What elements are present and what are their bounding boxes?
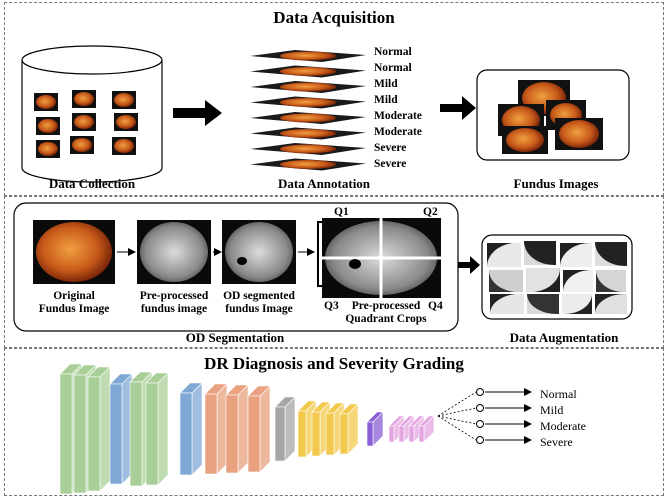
acquisition-title: Data Acquisition <box>273 8 395 27</box>
cnn-layer-block <box>225 384 249 474</box>
cnn-layer-block <box>418 415 435 443</box>
annotation-slice <box>250 112 366 124</box>
output-class-label: Severe <box>540 435 573 449</box>
cnn-layer-block <box>145 372 169 486</box>
output-class-label: Mild <box>540 403 564 417</box>
od-segmentation-label: OD Segmentation <box>185 330 285 345</box>
grade-label: Severe <box>374 158 407 170</box>
collection-thumbnails <box>34 90 138 158</box>
od-segmented-image <box>222 220 296 284</box>
quadrant-q2-label: Q2 <box>423 206 438 218</box>
cnn-layer-block <box>87 366 111 492</box>
diagnosis-title: DR Diagnosis and Severity Grading <box>204 354 464 373</box>
preprocessed-fundus-image <box>137 220 211 284</box>
quadrant-q3-label: Q3 <box>324 300 339 312</box>
crops-label-line2: Quadrant Crops <box>345 313 427 325</box>
augmented-crops <box>486 241 627 315</box>
annotation-slice <box>250 158 366 171</box>
annotation-stack <box>250 50 366 171</box>
cnn-architecture <box>59 363 435 495</box>
cnn-layer-block <box>366 411 384 447</box>
grade-label: Mild <box>374 78 398 90</box>
annotation-slice <box>250 50 366 62</box>
data-augmentation-label: Data Augmentation <box>509 330 619 345</box>
od-label-line1: OD segmented <box>223 290 295 302</box>
original-fundus-image <box>33 220 115 284</box>
output-connector <box>437 415 532 444</box>
quadrant-q1-label: Q1 <box>334 206 349 218</box>
arrow-icon <box>440 96 476 120</box>
fundus-thumbnails <box>498 80 603 154</box>
fundus-images-label: Fundus Images <box>513 176 599 191</box>
output-class-label: Moderate <box>540 419 586 433</box>
output-connectors <box>437 388 532 444</box>
od-segmented-label: OD segmented fundus Image <box>212 290 306 316</box>
preprocessed-label-line2: fundus image <box>140 303 208 315</box>
arrow-icon <box>458 256 480 274</box>
data-acquisition-section <box>4 2 664 196</box>
crops-label-line1: Pre-processed <box>351 300 421 312</box>
data-collection-label: Data Collection <box>48 176 136 191</box>
original-image-label: Original Fundus Image <box>27 290 121 316</box>
original-label-line2: Fundus Image <box>38 303 110 315</box>
cnn-layer-block <box>339 403 359 455</box>
cnn-layer-block <box>247 385 271 473</box>
quadrant-q4-label: Q4 <box>428 300 443 312</box>
annotation-slice <box>250 65 366 78</box>
cnn-layer-block <box>179 382 203 476</box>
annotation-slice <box>250 127 366 140</box>
grade-label: Normal <box>374 46 412 58</box>
output-classes: Normal Mild Moderate Severe <box>540 386 586 450</box>
grade-label: Normal <box>374 62 412 74</box>
annotation-slice <box>250 96 366 109</box>
quadrant-crops-label: Pre-processed Quadrant Crops <box>340 300 432 326</box>
cnn-layer-block <box>274 396 296 462</box>
cnn-layer-block <box>109 373 133 485</box>
grade-label: Mild <box>374 94 398 106</box>
data-annotation-label: Data Annotation <box>277 176 371 191</box>
arrow-icon <box>173 100 222 126</box>
output-connector <box>437 415 532 428</box>
od-label-line2: fundus Image <box>225 303 293 315</box>
original-label-line1: Original <box>53 290 95 302</box>
grade-label: Moderate <box>374 126 422 138</box>
preprocessed-image-label: Pre-processed fundus image <box>126 290 222 316</box>
output-connector <box>437 388 532 417</box>
dr-diagnosis-section <box>4 348 664 496</box>
quadrant-crops <box>322 218 441 298</box>
grade-label: Severe <box>374 142 407 154</box>
grade-list: Normal Normal Mild Mild Moderate Moderat… <box>374 44 422 172</box>
output-connector <box>437 404 532 417</box>
annotation-slice <box>250 143 366 155</box>
od-segmentation-section <box>4 196 664 348</box>
preprocessed-label-line1: Pre-processed <box>139 290 209 302</box>
output-class-label: Normal <box>540 387 577 401</box>
cnn-layer-block <box>204 383 228 475</box>
annotation-slice <box>250 81 366 93</box>
grade-label: Moderate <box>374 110 422 122</box>
